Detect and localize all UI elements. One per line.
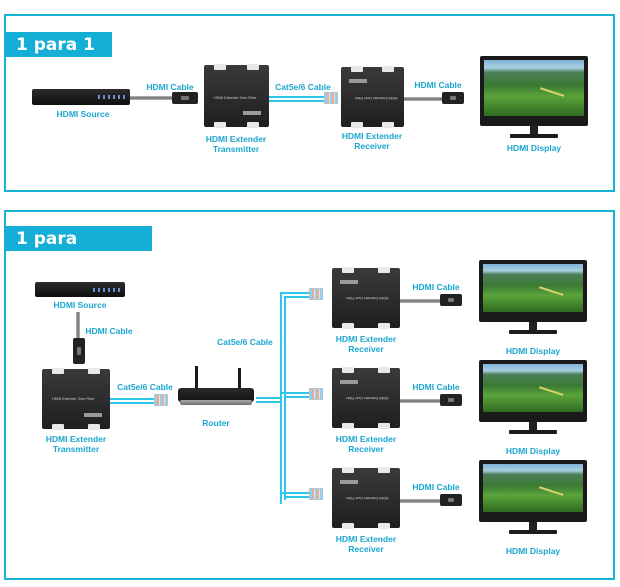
label-hdmi-display: HDMI Display xyxy=(505,546,561,556)
rj45-connector-icon xyxy=(324,92,338,104)
hdmi-source-device-icon xyxy=(32,89,130,105)
hdmi-extender-transmitter-icon: HDMI Extender Over Fiber xyxy=(204,64,269,128)
hdmi-cable-line xyxy=(400,499,442,503)
hdmi-cable-line xyxy=(76,312,80,342)
label-cat-cable: Cat5e/6 Cable xyxy=(275,82,331,92)
label-hdmi-cable: HDMI Cable xyxy=(85,326,133,336)
label-hdmi-display: HDMI Display xyxy=(505,446,561,456)
section-title-one-to-one: 1 para 1 xyxy=(4,32,112,57)
hdmi-display-icon xyxy=(479,260,587,336)
label-receiver-line1: HDMI Extender xyxy=(335,534,397,544)
label-transmitter-line1: HDMI Extender xyxy=(45,434,107,444)
label-receiver-line2: Receiver xyxy=(348,444,384,454)
label-cat-cable-tx: Cat5e/6 Cable xyxy=(117,382,173,392)
cat-cable-line xyxy=(110,402,154,404)
hdmi-extender-receiver-icon: HDMI Extender Over Fiber xyxy=(332,367,400,429)
hdmi-display-icon xyxy=(480,56,588,140)
rj45-connector-icon xyxy=(309,488,323,500)
hdmi-display-icon xyxy=(479,460,587,536)
cat-cable-line xyxy=(284,496,310,498)
section-title-one-to-many: 1 para muitos xyxy=(4,226,152,272)
rj45-connector-icon xyxy=(309,288,323,300)
hdmi-plug-icon xyxy=(73,338,85,364)
cat-cable-line xyxy=(110,398,154,400)
cat-cable-trunk xyxy=(280,292,282,504)
device-face-text: HDMI Extender Over Fiber xyxy=(214,96,257,100)
device-face-text: HDMI Extender Over Fiber xyxy=(346,396,389,400)
label-hdmi-cable: HDMI Cable xyxy=(414,80,462,90)
label-hdmi-cable: HDMI Cable xyxy=(412,382,460,392)
hdmi-extender-transmitter-icon: HDMI Extender Over Fiber xyxy=(42,368,110,430)
hdmi-extender-receiver-icon: HDMI Extender Over Fiber xyxy=(332,267,400,329)
cat-cable-line xyxy=(256,397,282,399)
hdmi-cable-line xyxy=(130,96,180,100)
hdmi-plug-icon xyxy=(440,494,462,506)
label-receiver-line2: Receiver xyxy=(348,544,384,554)
device-face-text: HDMI Extender Over Fiber xyxy=(52,397,95,401)
label-hdmi-display: HDMI Display xyxy=(505,346,561,356)
rj45-connector-icon xyxy=(154,394,168,406)
label-router: Router xyxy=(202,418,230,428)
hdmi-plug-icon xyxy=(172,92,198,104)
cat-cable-line xyxy=(269,100,324,102)
device-face-text: HDMI Extender Over Fiber xyxy=(346,496,389,500)
device-face-text: HDMI Extender Over Fiber xyxy=(346,296,389,300)
hdmi-plug-icon xyxy=(440,294,462,306)
label-receiver-line2: Receiver xyxy=(348,344,384,354)
label-hdmi-source: HDMI Source xyxy=(53,300,107,310)
hdmi-cable-line xyxy=(404,97,444,101)
cat-cable-line xyxy=(284,296,310,298)
hdmi-source-device-icon xyxy=(35,282,125,297)
hdmi-plug-icon xyxy=(440,394,462,406)
cat-cable-line xyxy=(284,396,310,398)
rj45-connector-icon xyxy=(309,388,323,400)
label-transmitter-line1: HDMI Extender xyxy=(205,134,267,144)
cat-cable-line xyxy=(269,96,324,98)
label-hdmi-cable: HDMI Cable xyxy=(412,282,460,292)
label-hdmi-source: HDMI Source xyxy=(56,109,110,119)
hdmi-extender-receiver-icon: HDMI Extender Over Fiber xyxy=(341,66,404,128)
label-transmitter-line2: Transmitter xyxy=(52,444,100,454)
label-receiver-line2: Receiver xyxy=(354,141,390,151)
hdmi-plug-icon xyxy=(442,92,464,104)
label-hdmi-display: HDMI Display xyxy=(506,143,562,153)
hdmi-cable-line xyxy=(400,299,442,303)
cat-cable-line xyxy=(280,292,310,294)
device-face-text: HDMI Extender Over Fiber xyxy=(355,96,398,100)
label-transmitter-line2: Transmitter xyxy=(212,144,260,154)
cat-cable-line xyxy=(280,492,310,494)
hdmi-extender-receiver-icon: HDMI Extender Over Fiber xyxy=(332,467,400,529)
label-hdmi-cable: HDMI Cable xyxy=(146,82,194,92)
cat-cable-line xyxy=(256,401,282,403)
label-cat-cable-router: Cat5e/6 Cable xyxy=(217,337,273,347)
label-receiver-line1: HDMI Extender xyxy=(341,131,403,141)
label-hdmi-cable: HDMI Cable xyxy=(412,482,460,492)
cat-cable-trunk xyxy=(284,296,286,500)
hdmi-cable-line xyxy=(400,399,442,403)
router-icon xyxy=(178,366,254,410)
cat-cable-line xyxy=(280,392,310,394)
hdmi-display-icon xyxy=(479,360,587,436)
label-receiver-line1: HDMI Extender xyxy=(335,434,397,444)
label-receiver-line1: HDMI Extender xyxy=(335,334,397,344)
